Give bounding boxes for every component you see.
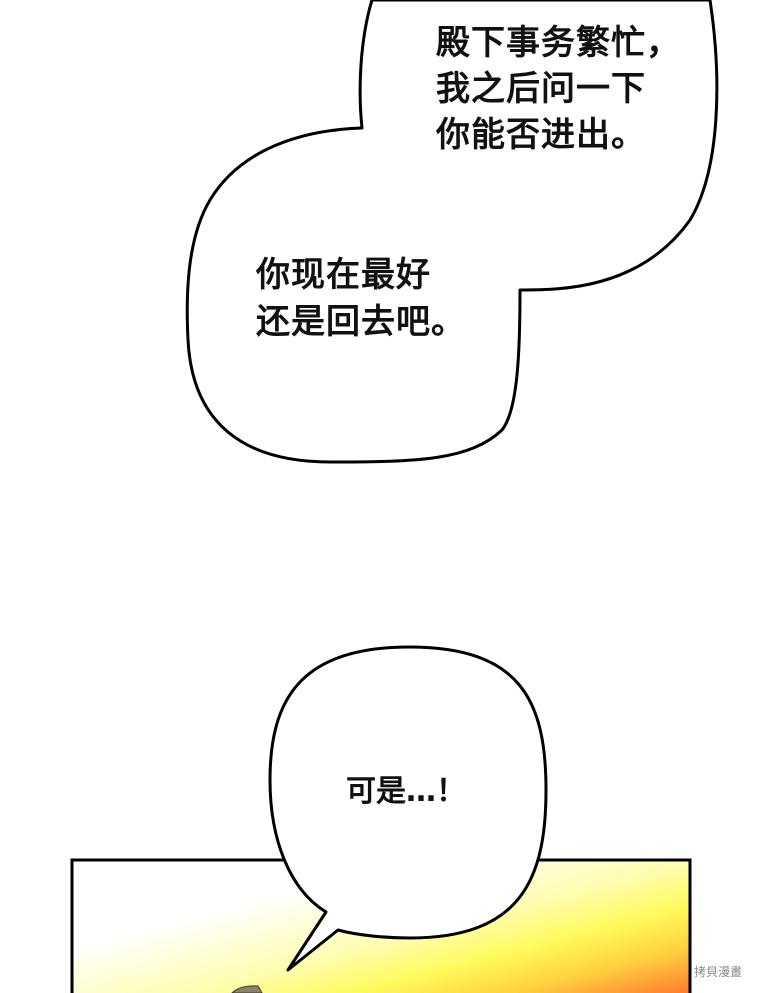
speech-bubble-bottom (268, 645, 548, 972)
watermark: 拷貝漫畫 (694, 965, 743, 979)
bubble-text-upper: 殿下事务繁忙， 我之后问一下 你能否进出。 (436, 23, 681, 155)
bubble-text-lower: 你现在最好 还是回去吧。 (256, 255, 466, 342)
panel-object (231, 985, 263, 993)
speech-bubble-upper (185, 0, 719, 464)
bubble-text-bottom: 可是…！ (346, 774, 466, 809)
